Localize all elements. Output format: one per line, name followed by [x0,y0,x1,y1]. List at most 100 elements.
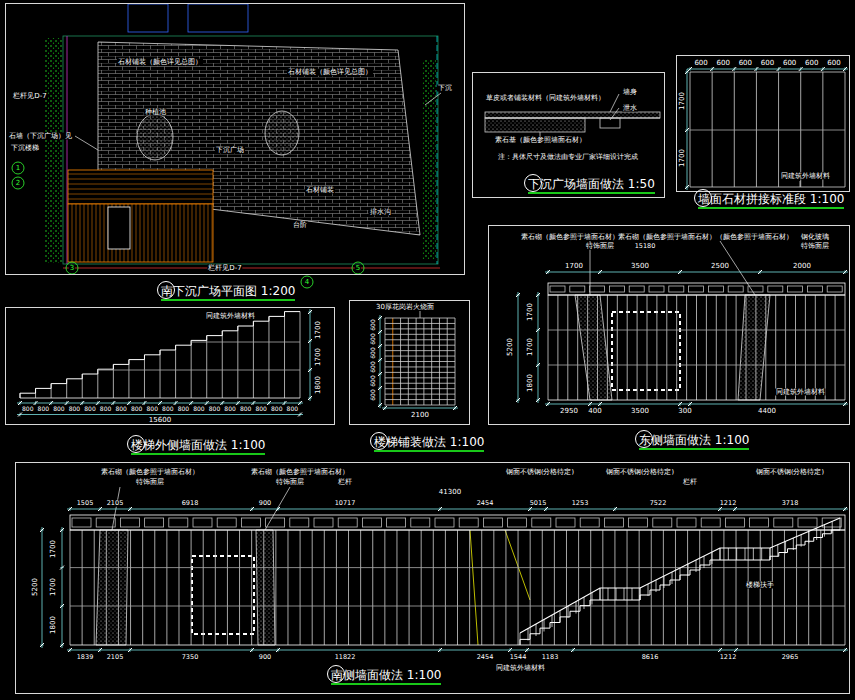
callout-number: 5 [355,265,361,272]
drawing-line [815,295,816,400]
drawing-line [378,358,382,362]
drawing-line [520,633,521,645]
dimension-text: 600 [760,60,775,67]
drawing-line [688,402,692,406]
dimension-text: 800 [146,406,159,412]
coping-cell [435,518,454,527]
dimension-text: 7350 [181,654,200,661]
coping-cell [556,518,575,527]
coping [70,515,845,530]
stone-band [96,530,128,645]
drawing-line [384,530,385,645]
drawing-line [98,648,102,652]
drawing-line [656,580,657,592]
drawing-line [308,368,312,372]
drawing-line [544,620,545,632]
drawing-line [166,530,167,645]
drawing-line [60,566,64,570]
dimension-text: 900 [258,654,272,661]
drawing-line [632,588,633,600]
annotation-text: 特饰面层 [800,243,830,250]
annotation-text: 素石砌（颜色参照于墙面石材）（颜色参照于墙面石材） [617,234,794,241]
drawing-line [378,330,382,334]
drawing-line [68,184,213,185]
drawing-line [68,174,213,175]
drawing-line [160,204,161,262]
drawing-line [720,548,721,560]
drawing-line [142,530,143,645]
dimension-text: 800 [254,406,267,412]
drawing-line [536,624,537,636]
drawing-line [253,321,254,398]
drawing-line [206,336,207,398]
drawing-line [832,530,833,645]
drawing-line [690,187,845,188]
dimension-text: 400 [587,408,602,415]
dimension-text: 2105 [106,500,125,507]
coping-cell [590,286,605,292]
drawing-line [538,292,539,403]
stair-plan [68,204,213,262]
coping-cell [728,286,743,292]
dimension-text: 600 [716,60,731,67]
drawing-line [528,507,532,511]
drawing-line [728,548,729,560]
drawing-line [88,204,89,262]
dimension-text: 1700 [50,539,57,559]
drawing-line [648,584,649,596]
planting-strip [422,60,436,260]
drawing-line [587,295,588,400]
drawing-line [690,72,845,73]
drawing-line [816,528,817,540]
drawing-line [76,204,77,262]
dimension-text: 1212 [719,500,738,507]
drawing-line [843,648,847,652]
drawing-line [283,401,287,405]
drawing-line [142,401,146,405]
drawing-line [704,556,705,568]
dimension-text: 15180 [634,243,657,250]
drawing-line [688,564,689,576]
drawing-line [175,345,176,398]
drawing-line [298,413,302,417]
coping-cell [266,518,285,527]
drawing-line [712,72,713,187]
drawing-line [128,360,129,398]
drawing-line [284,312,285,398]
drawing-line [196,204,197,262]
drawing-line [690,130,845,131]
drawing-line [438,507,442,511]
drawing-line [548,295,549,400]
drawing-line [184,204,185,262]
drawing-line [250,507,254,511]
drawing-line [481,530,482,645]
dimension-text: 800 [239,406,252,412]
drawing-line [191,530,192,645]
dimension-text: 800 [223,406,236,412]
coping-cell [649,286,664,292]
annotation-text: 同建筑外墙材料 [775,389,826,396]
drawing-line [675,530,676,645]
drawing-line [778,72,779,187]
coping-cell [459,518,478,527]
coping-cell [193,518,212,527]
coping-cell [827,286,842,292]
drawing-line [800,181,801,187]
leader-line [610,108,619,120]
drawing-line [385,377,455,378]
coping-cell [774,518,793,527]
coping-cell [689,286,704,292]
drawing-line [685,185,689,189]
drawing-line [616,588,617,600]
annotation-text: 石墙（下沉广场）见 [8,133,73,140]
building-outline [128,4,168,32]
drawing-line [617,295,618,400]
drawing-line [385,339,455,340]
drawing-line [420,311,421,318]
drawing-line [637,295,638,400]
drawing-line [680,568,681,580]
dimension-text: 800 [130,406,143,412]
drawing-line [516,398,520,402]
drawing-panel: 墙面石材拼接标准段 1:100 [676,55,850,192]
drawing-line [383,406,387,410]
